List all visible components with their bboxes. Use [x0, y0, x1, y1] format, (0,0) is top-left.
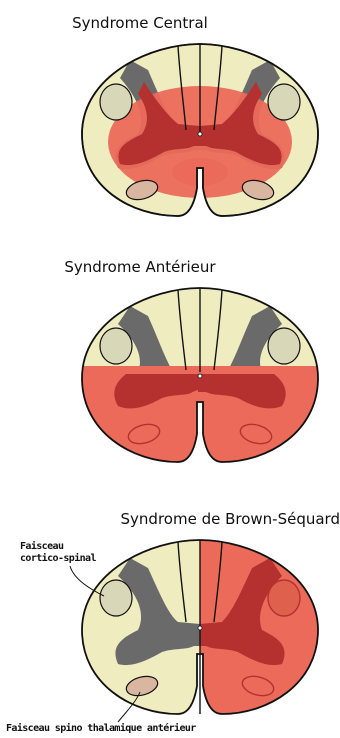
grey-matter-lesion — [114, 374, 285, 408]
diagram-central-cord — [0, 38, 340, 228]
title-anterieur: Syndrome Antérieur — [0, 258, 310, 276]
callout-spinothalamic: Faisceau spino thalamique antérieur — [6, 723, 196, 735]
cortico-spinal-tract-left — [100, 580, 132, 616]
diagram-anterior-cord — [0, 282, 340, 472]
title-central: Syndrome Central — [0, 14, 310, 32]
cortico-spinal-tract-left — [100, 328, 132, 364]
cortico-spinal-tract-right — [268, 328, 300, 364]
cortico-spinal-tract-right — [268, 84, 300, 120]
callout-cortico-spinal-line2: cortico-spinal — [20, 553, 96, 565]
cortico-spinal-tract-left — [100, 84, 132, 120]
title-brown-sequard: Syndrome de Brown-Séquard — [0, 510, 340, 528]
cortico-spinal-tract-right — [268, 580, 300, 616]
callout-cortico-spinal-line1: Faisceau — [20, 541, 63, 553]
